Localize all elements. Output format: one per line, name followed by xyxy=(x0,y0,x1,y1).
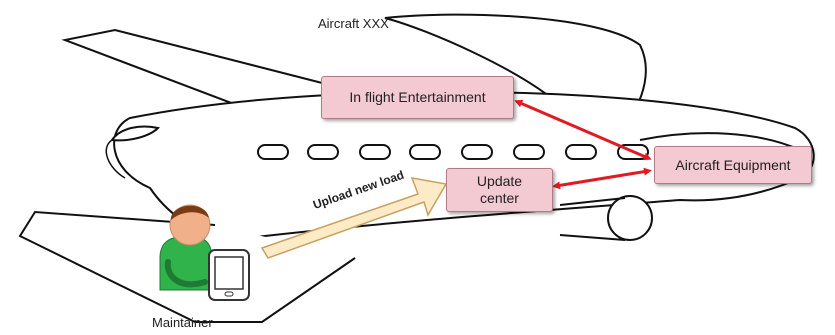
maintainer-figure xyxy=(159,204,213,291)
update-center-box: Update center xyxy=(446,168,553,212)
ife-box: In flight Entertainment xyxy=(321,76,514,119)
aircraft-equipment-box: Aircraft Equipment xyxy=(654,146,812,184)
upload-arrow xyxy=(260,177,448,259)
cockpit-window xyxy=(110,125,160,142)
upper-wing xyxy=(61,28,331,113)
maintainer-label: Maintainer xyxy=(152,315,213,330)
aircraft-label: Aircraft XXX xyxy=(318,16,389,31)
ife-equipment-arrow xyxy=(514,99,652,161)
tablet-icon xyxy=(208,249,250,301)
engine-pod xyxy=(607,195,653,241)
update-equipment-arrow xyxy=(552,167,652,190)
